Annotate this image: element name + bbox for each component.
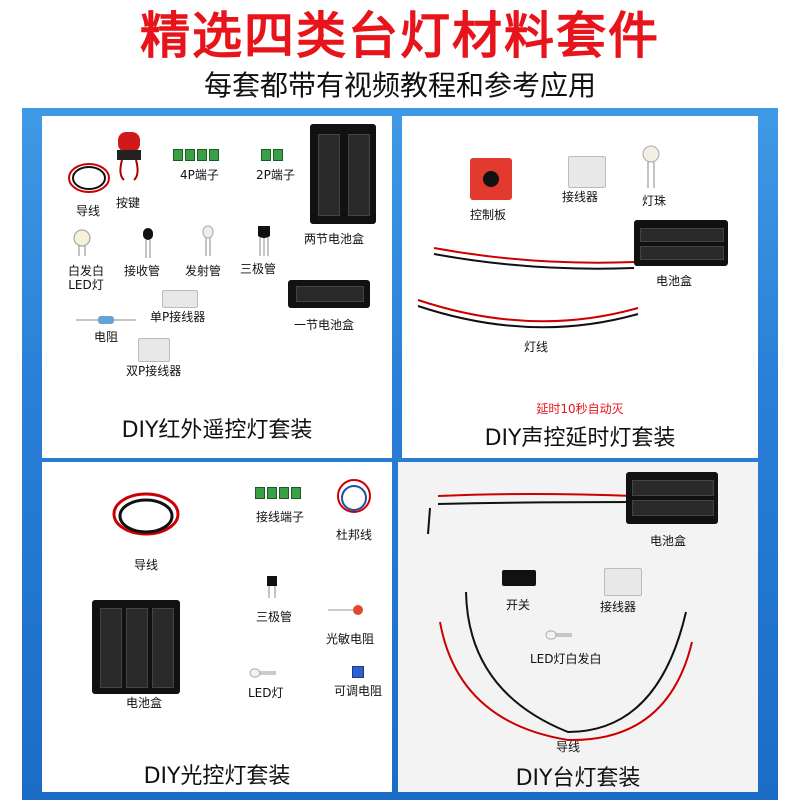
panel-light-kit: 导线 接线端子 杜邦线 三极管 光敏电阻 电池盒 LED灯 可调电阻 DIY光控… [42,462,392,792]
label-potentiometer: 可调电阻 [334,684,383,698]
label-single-connector: 单P接线器 [150,310,206,324]
wire-coil-icon [68,163,110,193]
led-icon [249,668,276,678]
control-board-icon [470,158,512,200]
page-title: 精选四类台灯材料套件 [140,7,660,65]
kit-name-light: DIY光控灯套装 [143,764,291,789]
battery-box-icon [634,220,728,266]
label-battery: 电池盒 [126,696,163,710]
panel-desk-kit: 电池盒 开关 接线器 LED灯白发白 导线 DIY台灯套装 [398,462,758,792]
label-led: LED灯白发白 [530,652,602,666]
delay-note: 延时10秒自动灭 [536,402,624,416]
label-button: 按键 [116,196,141,210]
label-battery: 电池盒 [650,534,687,548]
photoresistor-icon [328,605,363,615]
label-switch: 开关 [506,598,531,612]
label-transistor: 三极管 [256,610,293,624]
terminal-2p-icon [260,146,284,165]
label-receiver: 接收管 [124,264,161,278]
potentiometer-icon [352,666,364,678]
wire-connector-icon [604,568,642,596]
battery-wire-icon [427,493,635,535]
ir-emitter-icon [202,225,214,256]
label-4p-terminal: 4P端子 [180,168,219,182]
ir-receiver-icon [143,228,153,258]
switch-icon [502,570,536,586]
double-connector-icon [138,338,170,362]
single-connector-icon [162,290,198,308]
label-battery: 电池盒 [656,274,693,288]
kit-name-desk: DIY台灯套装 [515,766,641,791]
kit-name-sound: DIY声控延时灯套装 [484,426,676,451]
battery-box-icon [92,600,180,694]
label-battery-box-1: 一节电池盒 [294,318,355,332]
label-connector: 接线器 [562,190,599,204]
label-resistor: 电阻 [94,330,119,344]
label-2p-terminal: 2P端子 [256,168,295,182]
panel-ir-kit: 导线 按键 4P端子 2P端子 两节电池盒 白发白 LED灯 接收管 发射管 [42,116,392,458]
terminal-icon [254,484,302,503]
label-control-board: 控制板 [470,208,507,222]
battery-box-1-icon [288,280,370,308]
label-transistor: 三极管 [240,262,277,276]
led-icon [545,630,572,640]
transistor-icon [267,576,277,598]
battery-box-2-icon [310,124,376,224]
label-terminal: 接线端子 [256,510,305,524]
label-connector: 接线器 [600,600,637,614]
transistor-icon [258,226,270,256]
label-photoresistor: 光敏电阻 [326,632,375,646]
push-button-icon [117,132,141,181]
label-emitter: 发射管 [185,264,222,278]
wire-coil-icon [112,492,180,536]
lamp-wire-icon [417,247,639,329]
terminal-4p-icon [172,146,220,165]
resistor-icon [76,316,136,324]
label-white-led: 白发白 LED灯 [67,264,104,292]
page-subtitle: 每套都带有视频教程和参考应用 [203,69,596,102]
wire-connector-icon [568,156,606,188]
battery-box-icon [626,472,718,524]
label-led: LED灯 [248,686,284,700]
wire-icon [439,591,693,742]
panel-sound-kit: 控制板 接线器 灯珠 电池盒 灯线 延时10秒自动灭 DIY声控延时灯套装 [402,116,758,458]
label-dupont: 杜邦线 [336,528,373,542]
label-wire: 导线 [134,558,159,572]
kit-name-ir: DIY红外遥控灯套装 [121,418,313,443]
label-bead: 灯珠 [642,194,667,208]
led-bead-icon [642,145,660,188]
white-led-icon [73,229,91,256]
label-double-connector: 双P接线器 [126,364,182,378]
label-battery-box-2: 两节电池盒 [304,232,365,246]
label-wire: 导线 [76,204,101,218]
label-wire: 导线 [556,740,581,754]
label-lamp-wire: 灯线 [524,340,549,354]
dupont-wire-icon [337,479,371,513]
